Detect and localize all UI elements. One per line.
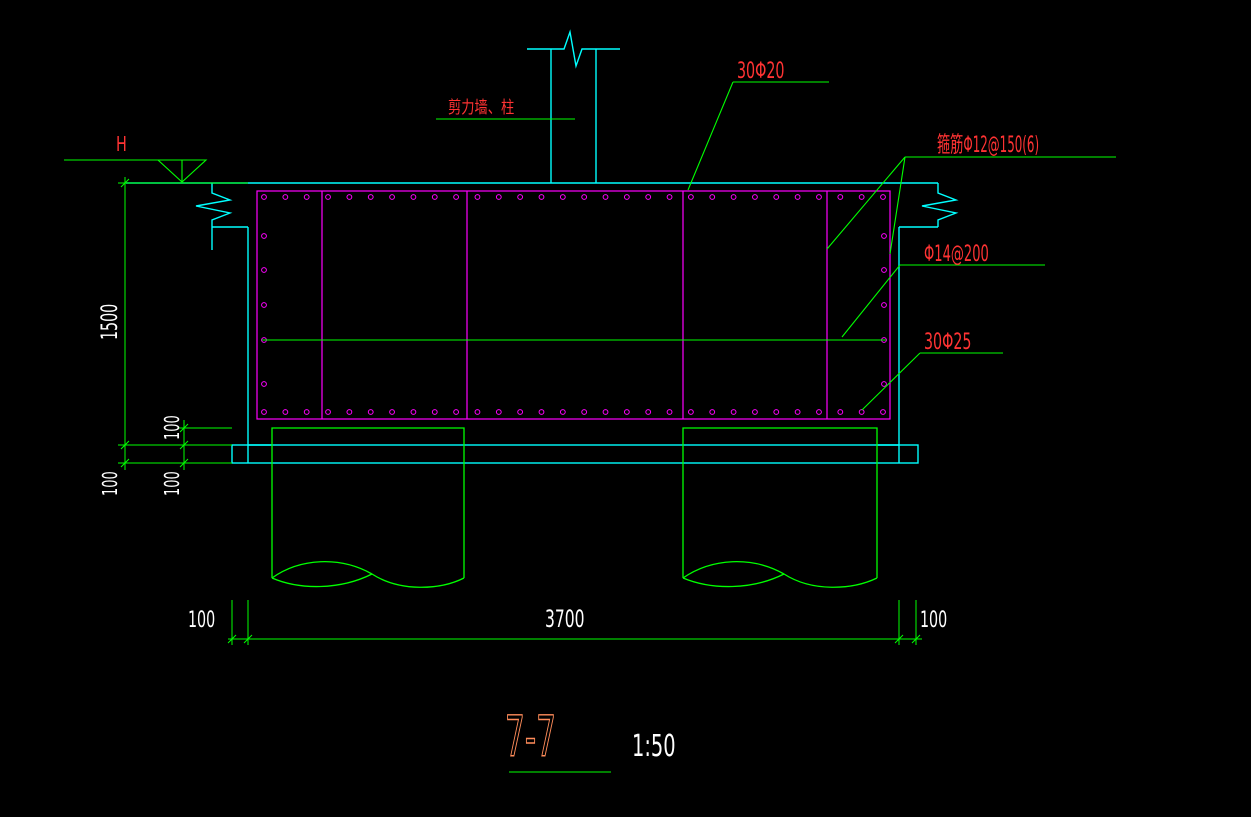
rebar-dot — [858, 409, 865, 415]
rebar-dot — [687, 409, 694, 415]
rebar-dot — [367, 409, 374, 415]
rebar-dot — [837, 194, 844, 200]
rebar-dot — [410, 194, 417, 200]
top-rebar-dots — [261, 194, 886, 200]
rebar-dot — [517, 409, 524, 415]
drawing-scale: 1:50 — [632, 730, 676, 764]
bottom-bars-label: 30Φ25 — [924, 328, 971, 354]
rebar-dot — [346, 409, 353, 415]
rebar-dot — [495, 409, 502, 415]
rebar-dot — [495, 194, 502, 200]
pile-right — [682, 427, 878, 588]
rebar-dot — [752, 194, 758, 200]
rebar-dot — [325, 194, 331, 200]
dim-100-c: 100 — [162, 471, 185, 496]
rebar-dot — [474, 409, 481, 415]
dim-right-100: 100 — [920, 606, 947, 632]
rebar-dot — [816, 409, 822, 415]
rebar-dot — [752, 409, 758, 415]
rebar-dot — [261, 233, 267, 239]
rebar-dot — [261, 267, 267, 273]
rebar-dot — [709, 409, 716, 415]
top-bars-label: 30Φ20 — [737, 57, 784, 83]
rebar-dot — [303, 194, 310, 200]
rebar-dot — [730, 194, 737, 200]
rebar-dot — [282, 194, 289, 200]
rebar-dot — [880, 409, 886, 415]
rebar-dot — [623, 409, 630, 415]
rebar-dot — [666, 194, 673, 200]
elevation-mark-label: H — [116, 133, 127, 156]
rebar-dot — [666, 409, 673, 415]
rebar-dot — [517, 194, 524, 200]
rebar-dot — [538, 194, 545, 200]
break-line-icon — [527, 29, 620, 69]
side-rebar-dots — [261, 233, 887, 387]
rebar-dot — [602, 409, 609, 415]
rebar-dot — [431, 409, 438, 415]
rebar-dot — [623, 194, 630, 200]
shear-wall-label: 剪力墙、柱 — [448, 97, 514, 117]
rebar-dot — [581, 409, 588, 415]
dim-left-100: 100 — [188, 606, 215, 632]
shear-wall-column — [527, 29, 620, 183]
rebar-dot — [282, 409, 289, 415]
break-line-icon — [921, 183, 959, 227]
bottom-rebar-dots — [261, 409, 886, 415]
rebar-dot — [645, 409, 652, 415]
rebar-dot — [431, 194, 438, 200]
rebar-dot — [858, 194, 865, 200]
section-title: 7-7 — [505, 704, 556, 769]
dim-1500: 1500 — [96, 304, 122, 340]
rebar-dot — [881, 267, 887, 273]
rebar-dot — [559, 409, 566, 415]
dim-3700: 3700 — [545, 605, 585, 633]
rebar-dot — [881, 381, 887, 387]
dim-100-a: 100 — [162, 415, 185, 440]
rebar-dot — [453, 194, 460, 200]
rebar-dot — [389, 194, 395, 200]
rebar-dot — [645, 194, 652, 200]
rebar-dot — [538, 409, 545, 415]
side-bars-label: Φ14@200 — [924, 242, 989, 267]
rebar-dot — [559, 194, 566, 200]
rebar-dot — [303, 409, 310, 415]
rebar-dot — [367, 194, 374, 200]
rebar-dot — [346, 194, 353, 200]
rebar-dot — [730, 409, 737, 415]
rebar-dot — [325, 409, 331, 415]
pile-left — [271, 427, 465, 588]
reinforcement-cage — [256, 190, 891, 420]
leader-lines — [64, 81, 1116, 773]
rebar-dot — [581, 194, 588, 200]
rebar-dot — [816, 194, 822, 200]
rebar-dot — [773, 194, 780, 200]
rebar-dot — [880, 194, 886, 200]
dim-100-b: 100 — [100, 471, 123, 496]
dimension-lines — [118, 177, 922, 645]
stirrups-label: 箍筋Φ12@150(6) — [937, 133, 1039, 158]
rebar-dot — [881, 302, 887, 308]
rebar-dot — [261, 409, 267, 415]
rebar-dot — [261, 381, 267, 387]
rebar-dot — [837, 409, 844, 415]
rebar-dot — [794, 409, 801, 415]
rebar-dot — [453, 409, 460, 415]
rebar-dot — [709, 194, 716, 200]
rebar-dot — [389, 409, 395, 415]
rebar-dot — [687, 194, 694, 200]
rebar-dot — [602, 194, 609, 200]
rebar-dot — [773, 409, 780, 415]
rebar-dot — [261, 194, 267, 200]
rebar-dot — [794, 194, 801, 200]
break-line-icon — [195, 183, 233, 250]
pile-cap-outline — [126, 182, 959, 464]
rebar-dot — [261, 302, 267, 308]
rebar-dot — [410, 409, 417, 415]
rebar-dot — [881, 233, 887, 239]
rebar-dot — [474, 194, 481, 200]
